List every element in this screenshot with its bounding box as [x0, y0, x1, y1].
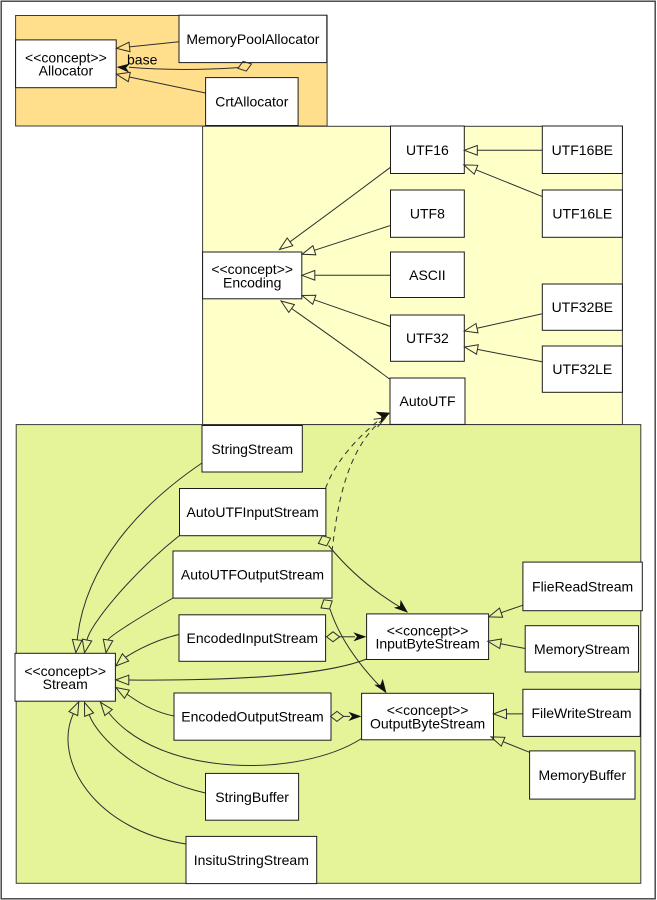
svg-text:MemoryStream: MemoryStream	[534, 641, 630, 657]
svg-text:AutoUTFInputStream: AutoUTFInputStream	[187, 504, 319, 520]
svg-text:AutoUTF: AutoUTF	[399, 393, 455, 409]
svg-text:AutoUTFOutputStream: AutoUTFOutputStream	[181, 567, 324, 583]
svg-text:<<concept>>: <<concept>>	[387, 702, 469, 718]
svg-text:<<concept>>: <<concept>>	[211, 261, 293, 277]
svg-text:OutputByteStream: OutputByteStream	[370, 715, 485, 731]
svg-text:StringStream: StringStream	[211, 441, 293, 457]
svg-text:MemoryPoolAllocator: MemoryPoolAllocator	[186, 31, 319, 47]
svg-text:EncodedOutputStream: EncodedOutputStream	[181, 709, 323, 725]
svg-text:base: base	[127, 51, 158, 67]
svg-text:FlieReadStream: FlieReadStream	[532, 578, 633, 594]
svg-text:UTF8: UTF8	[410, 206, 445, 222]
svg-text:Encoding: Encoding	[223, 274, 281, 290]
svg-text:Stream: Stream	[43, 676, 88, 692]
svg-text:EncodedInputStream: EncodedInputStream	[187, 630, 319, 646]
svg-text:UTF16LE: UTF16LE	[552, 206, 612, 222]
svg-text:InputByteStream: InputByteStream	[375, 636, 479, 652]
svg-text:UTF16: UTF16	[406, 142, 449, 158]
svg-text:<<concept>>: <<concept>>	[387, 622, 469, 638]
svg-text:UTF32: UTF32	[406, 330, 449, 346]
svg-text:<<concept>>: <<concept>>	[24, 663, 106, 679]
svg-text:MemoryBuffer: MemoryBuffer	[538, 767, 626, 783]
svg-text:FileWriteStream: FileWriteStream	[531, 705, 631, 721]
svg-text:<<concept>>: <<concept>>	[25, 49, 107, 65]
svg-text:UTF16BE: UTF16BE	[552, 142, 613, 158]
svg-text:Allocator: Allocator	[39, 63, 94, 79]
svg-text:InsituStringStream: InsituStringStream	[194, 852, 309, 868]
svg-text:CrtAllocator: CrtAllocator	[215, 94, 288, 110]
svg-text:UTF32LE: UTF32LE	[552, 361, 612, 377]
svg-text:UTF32BE: UTF32BE	[552, 299, 613, 315]
svg-text:ASCII: ASCII	[409, 267, 446, 283]
svg-text:StringBuffer: StringBuffer	[215, 789, 289, 805]
